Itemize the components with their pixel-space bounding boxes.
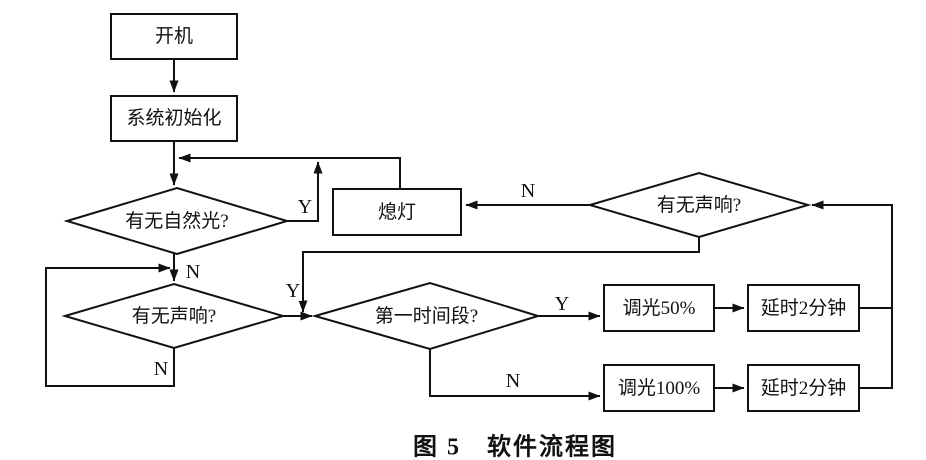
- label-first-period-yes: Y: [552, 293, 572, 315]
- label-sound-left-yes: Y: [283, 280, 303, 302]
- shape-first-period-diamond: [311, 281, 542, 351]
- label-sound-right-no: N: [518, 180, 538, 202]
- node-system-init-label: 系统初始化: [126, 108, 222, 129]
- edge-soundright-return: [298, 237, 700, 313]
- node-dim-50-label: 调光50%: [622, 297, 696, 319]
- node-delay-2-label: 延时2分钟: [760, 377, 847, 399]
- node-lights-off: 熄灯: [332, 188, 462, 236]
- node-power-on-label: 开机: [154, 26, 193, 47]
- node-delay-1-label: 延时2分钟: [760, 297, 847, 319]
- node-delay-2: 延时2分钟: [747, 364, 860, 412]
- label-sound-left-no: N: [151, 358, 171, 380]
- label-natural-light-no: N: [183, 261, 203, 283]
- edge-firstperiod-no: [429, 349, 601, 401]
- node-lights-off-label: 熄灯: [377, 201, 416, 223]
- shape-sound-left-diamond: [61, 282, 287, 350]
- shape-sound-right-diamond: [586, 171, 812, 239]
- node-system-init: 系统初始化: [110, 95, 238, 142]
- shape-natural-light-diamond: [63, 186, 291, 256]
- edge-naturallight-yes: [287, 161, 323, 222]
- figure-caption: 图 5 软件流程图: [413, 434, 617, 460]
- label-natural-light-yes: Y: [295, 196, 315, 218]
- node-dim-50: 调光50%: [603, 284, 715, 332]
- node-dim-100: 调光100%: [603, 364, 715, 412]
- edge-soundleft-no-loop: [45, 263, 175, 387]
- label-first-period-no: N: [503, 370, 523, 392]
- node-delay-1: 延时2分钟: [747, 284, 860, 332]
- edge-lightsoff-return: [178, 153, 401, 190]
- edge-delay2-return: [811, 200, 893, 389]
- node-dim-100-label: 调光100%: [617, 377, 701, 399]
- node-power-on: 开机: [110, 13, 238, 60]
